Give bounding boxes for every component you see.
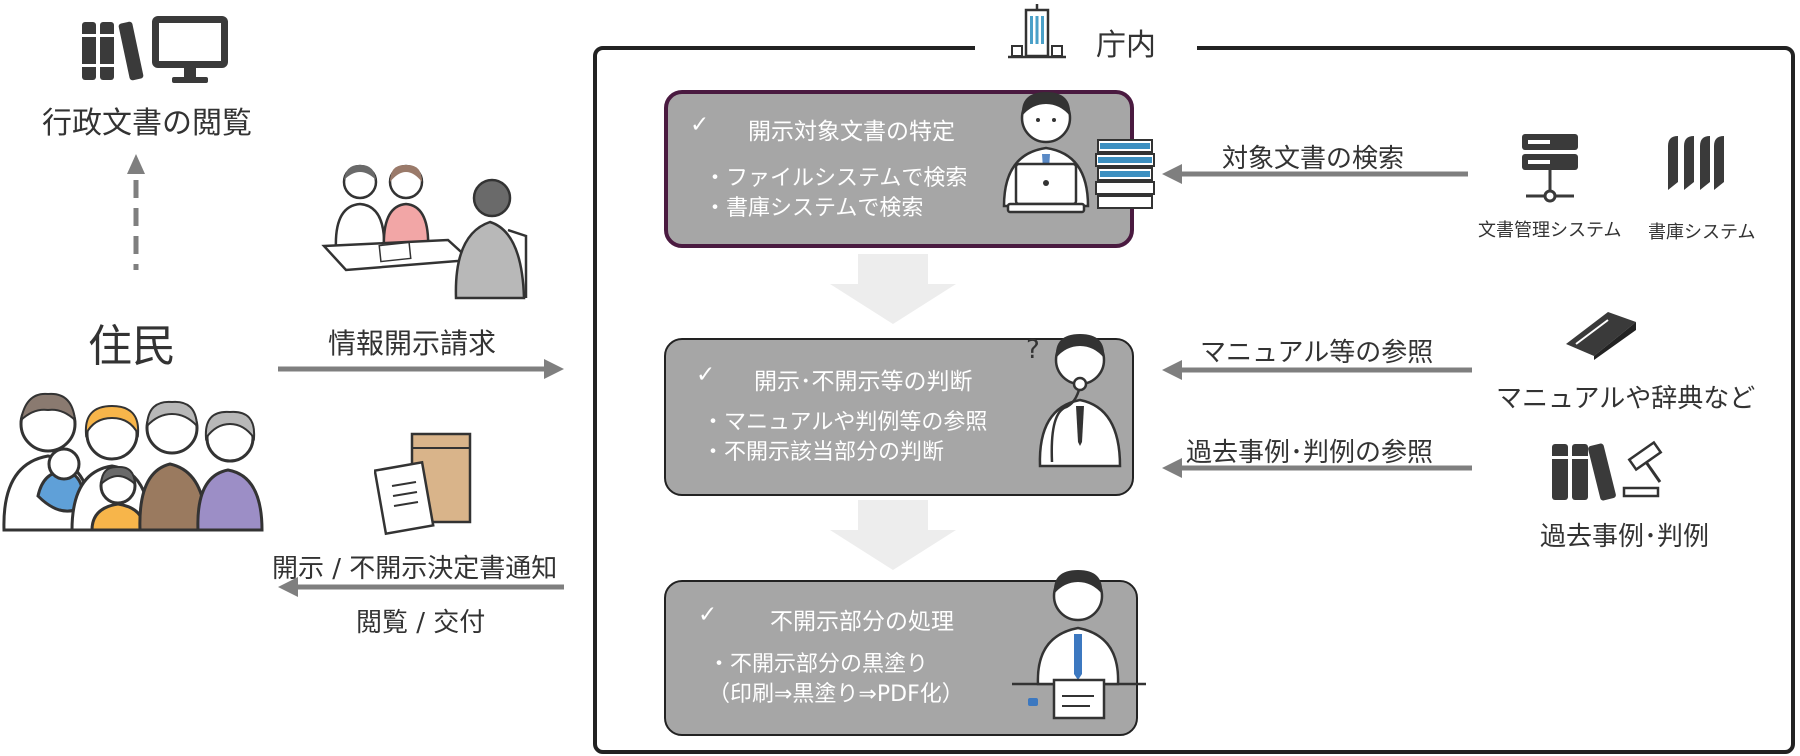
family-illustration <box>2 392 264 532</box>
manual-reference-label: マニュアル等の参照 <box>1200 338 1434 368</box>
flow-down-arrow <box>830 500 956 570</box>
step-title: 不開示部分の処理 <box>770 609 954 635</box>
manual-book-icon <box>1566 312 1636 360</box>
delivery-label: 閲覧 / 交付 <box>356 608 486 638</box>
step-title: 開示･不開示等の判断 <box>754 369 973 395</box>
archive-books-icon <box>1668 136 1724 190</box>
document-stack-icon <box>1095 139 1155 209</box>
residents-label: 住民 <box>88 321 176 372</box>
manual-source-label: マニュアルや辞典など <box>1496 384 1756 414</box>
agency-label: 庁内 <box>1096 28 1156 63</box>
worker-laptop-illustration <box>1002 92 1090 214</box>
notice-label: 開示 / 不開示決定書通知 <box>272 554 558 584</box>
envelope-document-icon <box>374 432 472 536</box>
doc-system-label: 文書管理システム <box>1478 220 1622 241</box>
law-books-gavel-icon <box>1552 440 1663 501</box>
request-arrow <box>278 359 564 379</box>
manual-arrow <box>1162 360 1472 380</box>
viewing-label: 行政文書の閲覧 <box>42 106 252 141</box>
step-item: ・不開示部分の黒塗り <box>708 652 929 677</box>
precedent-source-label: 過去事例･判例 <box>1540 522 1710 552</box>
svg-text:?: ? <box>1026 335 1040 365</box>
writing-worker-illustration <box>1012 570 1146 720</box>
search-arrow <box>1162 164 1468 184</box>
step-item: ・不開示該当部分の判断 <box>702 440 945 465</box>
consultation-illustration <box>321 164 528 300</box>
thinking-worker-illustration: ? <box>1026 334 1122 468</box>
step-item: （印刷⇒黒塗り⇒PDF化） <box>708 682 964 707</box>
notice-arrow <box>278 577 564 597</box>
request-label: 情報開示請求 <box>328 327 497 360</box>
server-icon <box>1522 134 1578 203</box>
building-icon <box>1008 4 1066 59</box>
flow-down-arrow <box>830 254 956 324</box>
step-title: 開示対象文書の特定 <box>748 119 955 145</box>
archive-system-label: 書庫システム <box>1648 222 1756 243</box>
step-item: ・ファイルシステムで検索 <box>704 166 968 191</box>
step-check-icon: ✓ <box>696 362 716 388</box>
step-item: ・書庫システムで検索 <box>704 196 924 221</box>
books-monitor-icon <box>82 16 228 83</box>
search-label: 対象文書の検索 <box>1222 144 1405 174</box>
precedent-reference-label: 過去事例･判例の参照 <box>1186 438 1434 468</box>
step-check-icon: ✓ <box>698 602 718 628</box>
step-check-icon: ✓ <box>690 112 710 138</box>
dashed-up-arrow <box>127 154 145 270</box>
step-item: ・マニュアルや判例等の参照 <box>702 410 988 435</box>
precedent-arrow <box>1162 458 1472 478</box>
